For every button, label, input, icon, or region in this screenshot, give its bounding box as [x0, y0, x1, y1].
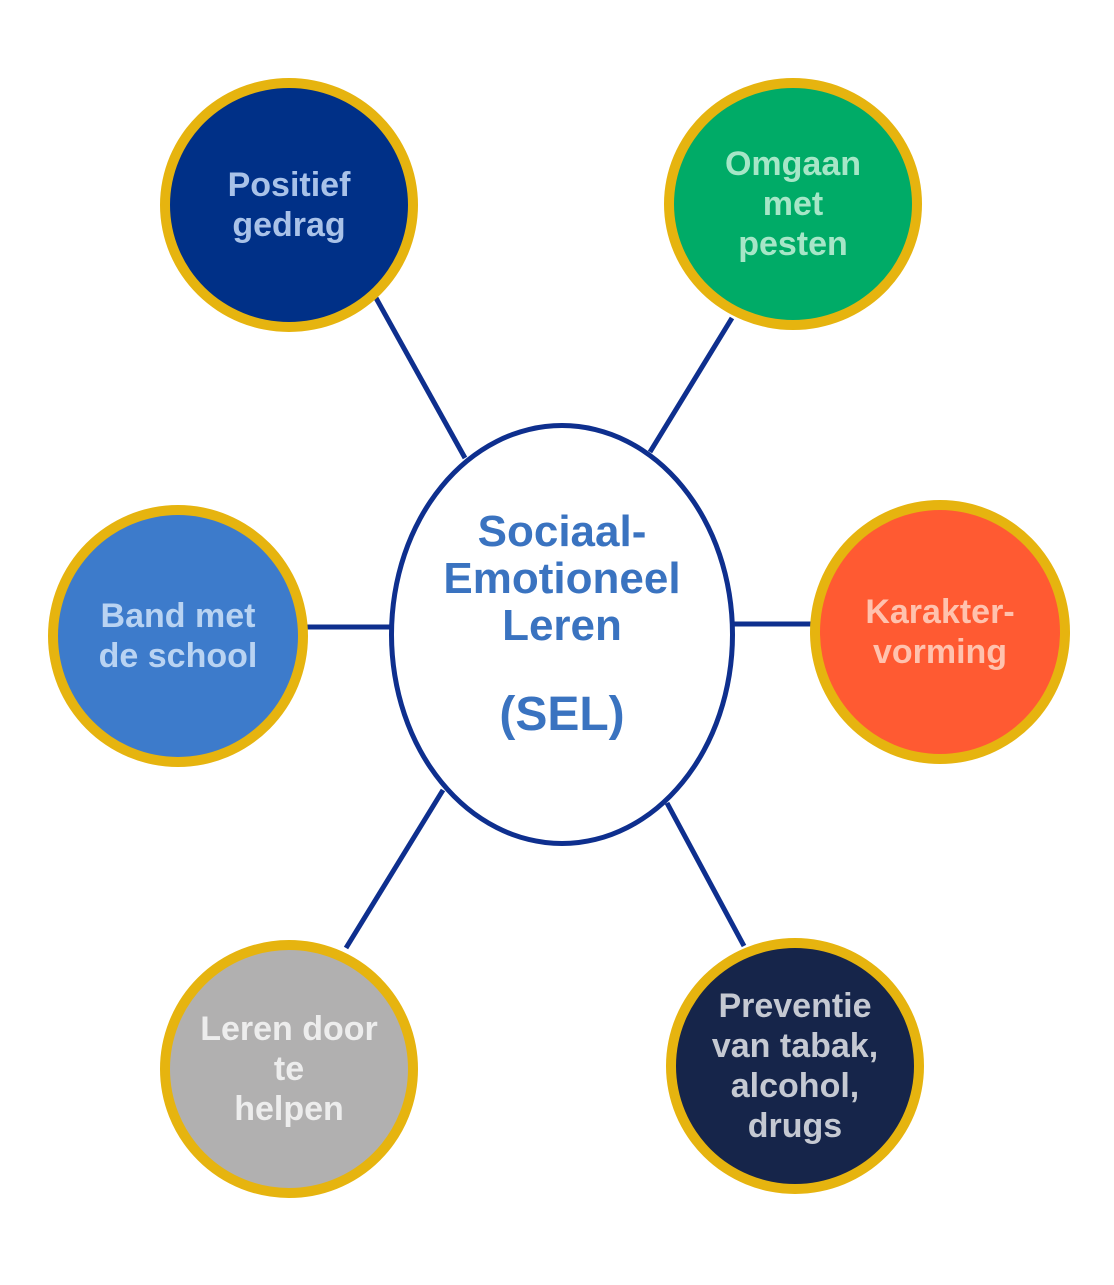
- center-title: Sociaal- Emotioneel Leren: [443, 507, 681, 650]
- node-omgaan-met-pesten: Omgaan met pesten: [664, 78, 922, 330]
- node-preventie: Preventie van tabak, alcohol, drugs: [666, 938, 924, 1194]
- node-karaktervorming: Karakter- vorming: [810, 500, 1070, 764]
- node-leren-door-helpen: Leren door te helpen: [160, 940, 418, 1198]
- node-label-preventie: Preventie van tabak, alcohol, drugs: [711, 987, 879, 1145]
- node-label-leren-door-helpen: Leren door te helpen: [200, 1010, 378, 1128]
- node-positief-gedrag: Positief gedrag: [160, 78, 418, 332]
- node-label-band-met-school: Band met de school: [98, 597, 258, 675]
- connector-leren-door-helpen: [343, 788, 446, 950]
- connector-omgaan-met-pesten: [647, 316, 735, 454]
- node-label-karaktervorming: Karakter- vorming: [865, 593, 1015, 671]
- node-band-met-school: Band met de school: [48, 505, 308, 767]
- center-hub: Sociaal- Emotioneel Leren (SEL): [389, 423, 735, 846]
- connector-positief-gedrag: [373, 296, 468, 460]
- center-abbreviation: (SEL): [499, 688, 625, 741]
- node-label-omgaan-met-pesten: Omgaan met pesten: [724, 145, 862, 263]
- node-label-positief-gedrag: Positief gedrag: [227, 166, 351, 244]
- connector-preventie: [664, 801, 747, 948]
